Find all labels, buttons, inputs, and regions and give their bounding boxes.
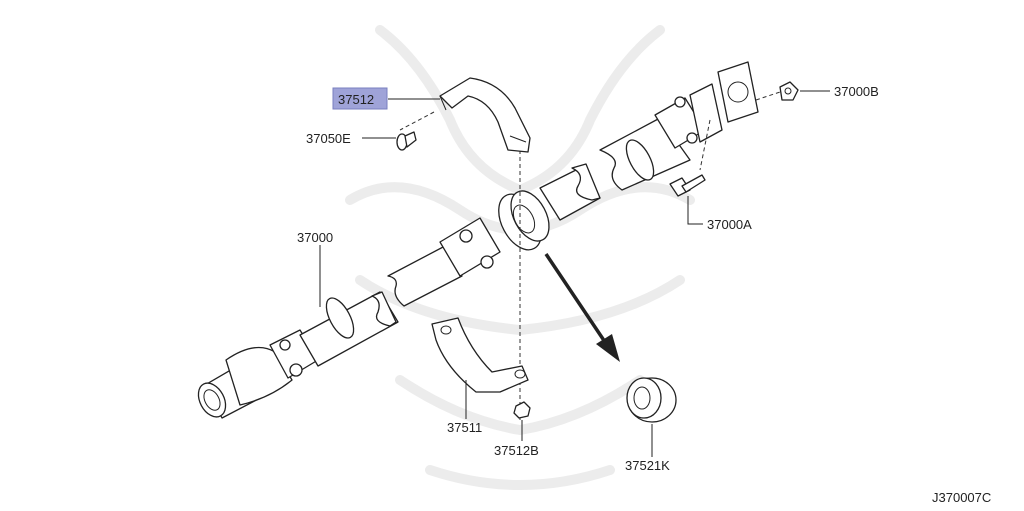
detail-arrow-icon [544,253,620,362]
part-label-37512B[interactable]: 37512B [494,443,539,458]
part-label-37000A[interactable]: 37000A [707,217,752,232]
leader-lines [319,90,830,457]
part-label-37000[interactable]: 37000 [297,230,333,245]
diagram-reference-code: J370007C [932,490,991,505]
part-label-37521K[interactable]: 37521K [625,458,670,473]
propeller-shaft-37000[interactable] [193,61,759,422]
bearing-37521K[interactable] [626,377,677,423]
part-label-37511[interactable]: 37511 [447,420,482,435]
part-label-37050E[interactable]: 37050E [306,131,351,146]
bolt-37000A[interactable] [669,174,706,197]
screw-37050E[interactable] [396,131,417,151]
lower-bracket-37511[interactable] [431,317,529,393]
nut-37000B[interactable] [779,81,799,101]
highlight-box-37512 [333,88,387,109]
part-label-37000B[interactable]: 37000B [834,84,879,99]
part-label-37512[interactable]: 37512 [338,92,374,107]
center-bearing-bracket-37512[interactable] [439,77,531,153]
nut-37512B[interactable] [513,401,531,419]
